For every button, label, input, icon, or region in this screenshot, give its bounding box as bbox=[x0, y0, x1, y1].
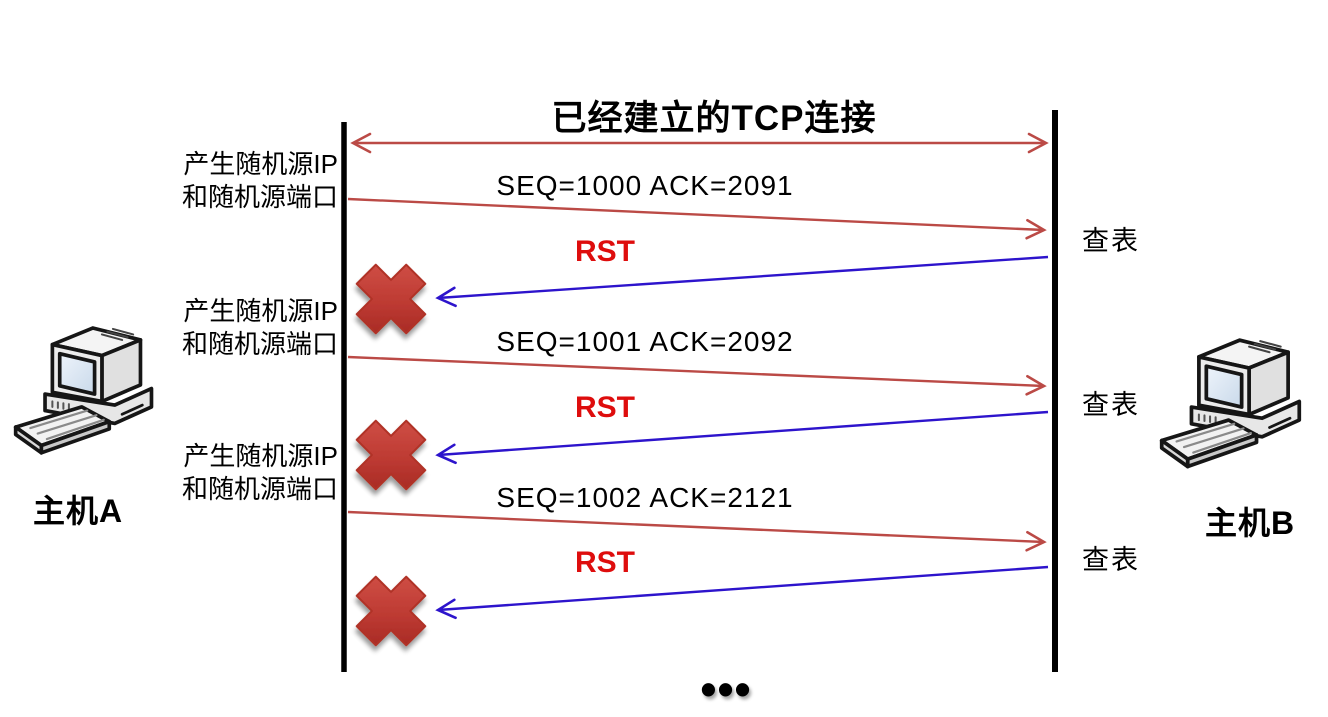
gen-random-label-1-line2: 和随机源端口 bbox=[181, 182, 338, 212]
x-mark-icon-1 bbox=[355, 263, 427, 335]
host-b-label: 主机B bbox=[1204, 505, 1296, 541]
gen-random-label-2-line1: 产生随机源IP bbox=[183, 296, 338, 326]
gen-random-label-1-line1: 产生随机源IP bbox=[183, 149, 338, 179]
seq-arrow-3 bbox=[347, 510, 1047, 552]
diagram-title: 已经建立的TCP连接 bbox=[551, 99, 877, 138]
seq-arrow-1 bbox=[347, 197, 1047, 240]
gen-random-label-2-line2: 和随机源端口 bbox=[181, 329, 338, 359]
gen-random-label-3-line1: 产生随机源IP bbox=[183, 441, 338, 471]
gen-random-label-3-line2: 和随机源端口 bbox=[181, 474, 338, 504]
seq-ack-label-1: SEQ=1000 ACK=2091 bbox=[496, 170, 794, 201]
gen-random-label-1: 产生随机源IP 和随机源端口 bbox=[182, 148, 338, 214]
seq-arrow-2 bbox=[347, 355, 1047, 396]
gen-random-label-2: 产生随机源IP 和随机源端口 bbox=[182, 295, 338, 361]
rst-arrow-3 bbox=[435, 565, 1049, 620]
x-mark-icon-2 bbox=[355, 419, 427, 491]
rst-arrow-2 bbox=[435, 410, 1049, 465]
seq-ack-label-3: SEQ=1002 ACK=2121 bbox=[496, 482, 794, 513]
lookup-table-label-1: 查表 bbox=[1082, 226, 1140, 256]
x-mark-icon-3 bbox=[355, 575, 427, 647]
seq-ack-label-2: SEQ=1001 ACK=2092 bbox=[496, 326, 794, 357]
rst-arrow-1 bbox=[435, 255, 1049, 308]
rst-label-3: RST bbox=[575, 546, 635, 579]
rst-label-2: RST bbox=[575, 391, 635, 424]
lookup-table-label-3: 查表 bbox=[1082, 545, 1140, 575]
lookup-table-label-2: 查表 bbox=[1082, 390, 1140, 420]
rst-label-1: RST bbox=[575, 235, 635, 268]
host-b-computer-icon bbox=[1158, 328, 1316, 488]
host-a-label: 主机A bbox=[32, 493, 124, 529]
continuation-ellipsis: ••• bbox=[700, 663, 752, 715]
gen-random-label-3: 产生随机源IP 和随机源端口 bbox=[182, 440, 338, 506]
host-a-computer-icon bbox=[12, 315, 168, 475]
